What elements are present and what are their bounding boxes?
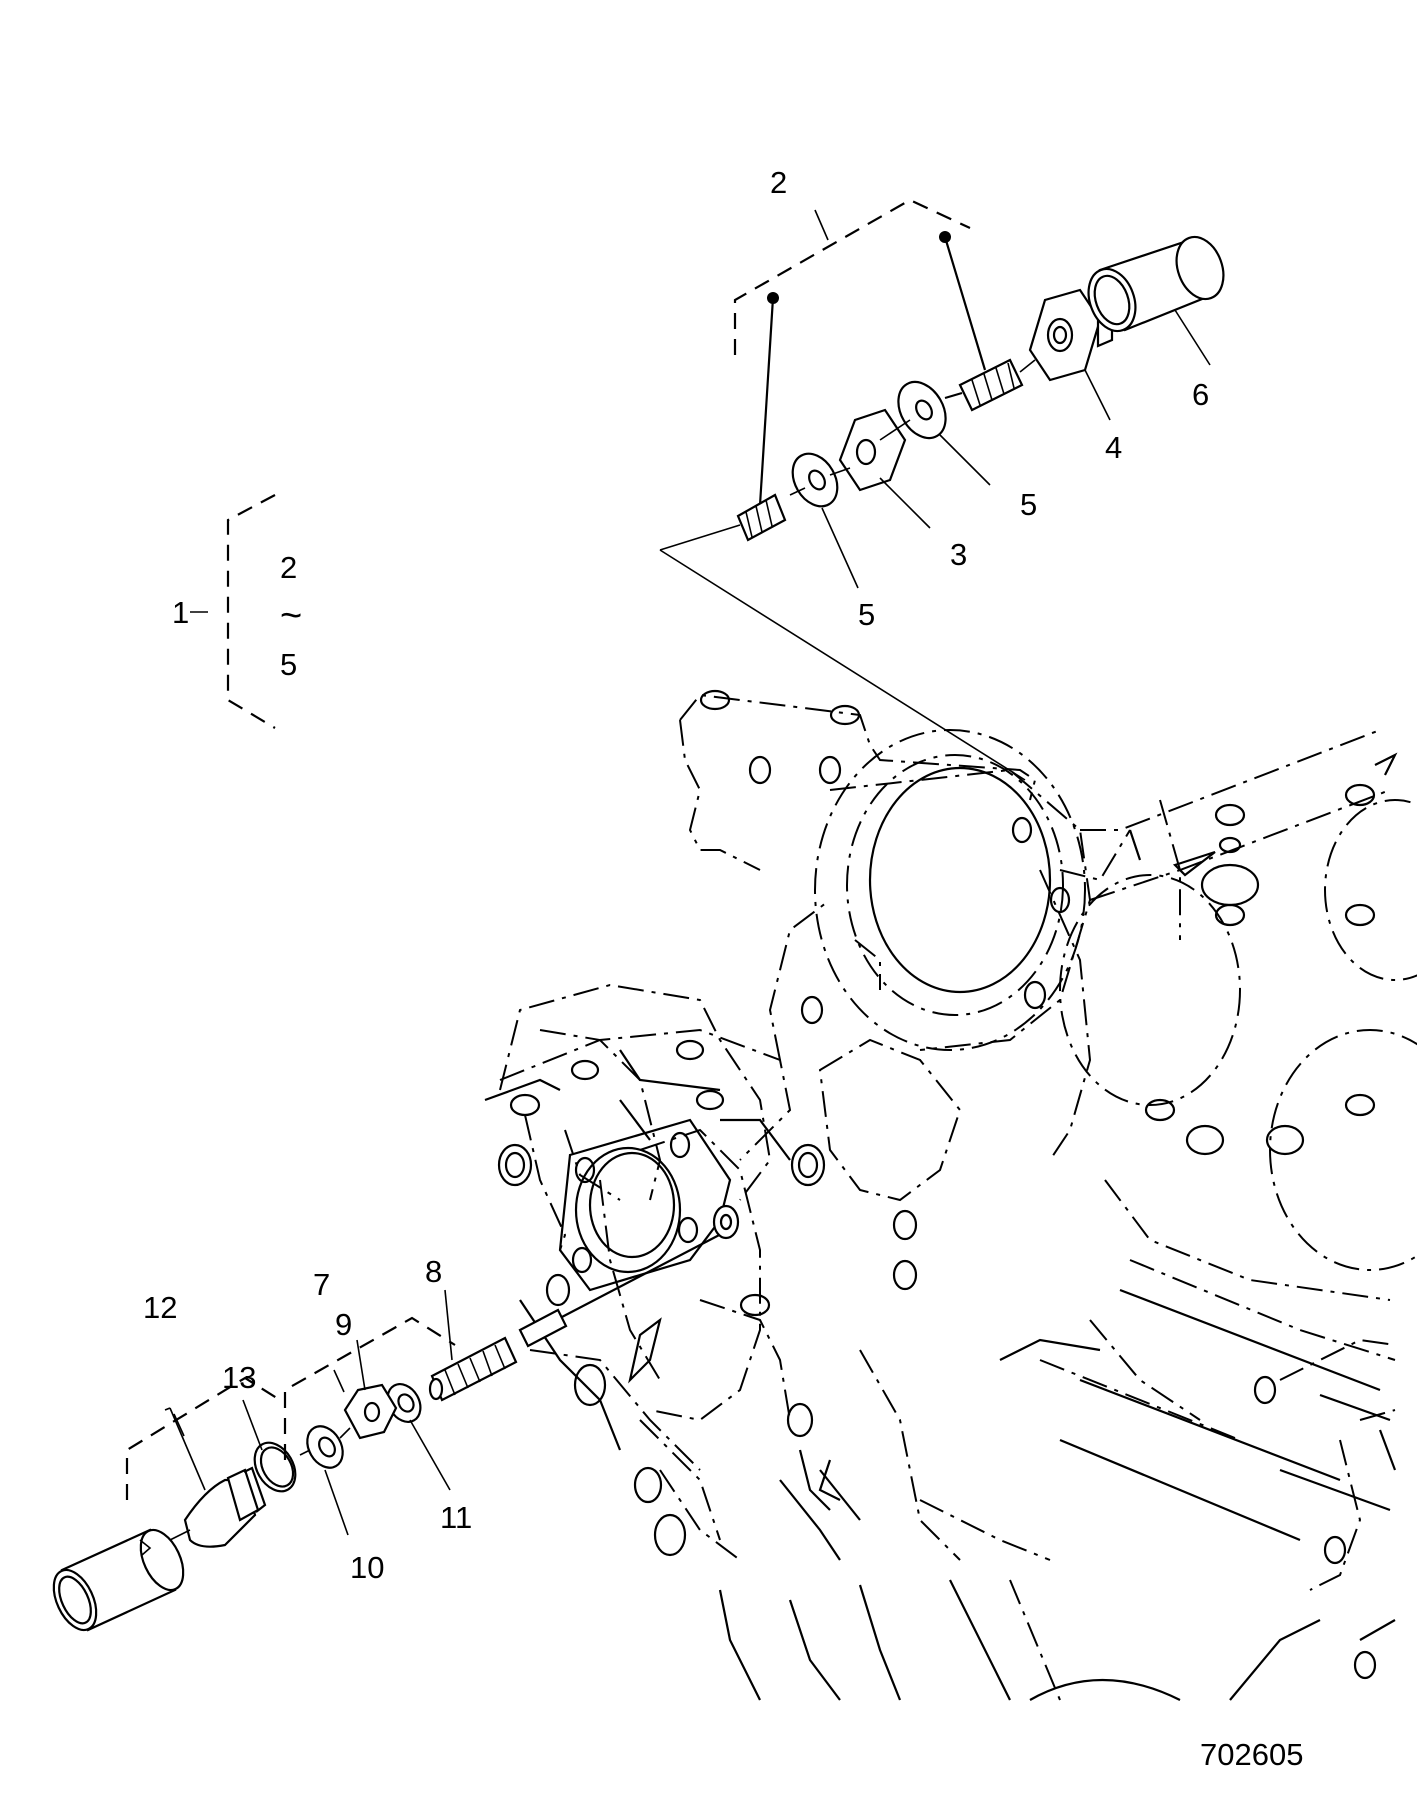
engine-crankcase [484,689,1417,1701]
valve-spring-upper [944,358,1024,412]
group-bracket-2 [733,198,971,355]
callout-3: 3 [950,537,967,572]
plunger-cap [164,1407,267,1548]
callout-10: 10 [350,1550,384,1585]
callout-4: 4 [1105,430,1122,465]
pin-bore-washer [712,1204,740,1240]
callout-12: 12 [143,1290,177,1325]
cup-6 [1087,235,1225,333]
pin-8 [428,1231,726,1402]
callout-5-right: 5 [1020,487,1037,522]
callout-13: 13 [222,1360,256,1395]
group-bracket-7 [283,1316,456,1460]
callout-6: 6 [1192,377,1209,412]
callout-9: 9 [335,1307,352,1342]
callout-5-left: 5 [858,597,875,632]
washer-5-right [897,380,947,440]
figure-id: 702605 [1200,1737,1303,1772]
callout-2-range: 2 [280,550,297,585]
washer-10 [306,1425,344,1469]
callout-5-range: 5 [280,647,297,682]
plunger-sleeve [52,1528,185,1632]
callout-11: 11 [440,1500,472,1535]
washer-5-left [791,452,839,508]
washer-11 [386,1383,422,1423]
range-symbol: ~ [280,595,302,637]
callout-labels: 1 2 ~ 5 2 3 4 5 5 6 7 8 9 10 11 12 13 [143,165,1209,1585]
callout-8: 8 [425,1254,442,1289]
hex-nut-3 [838,408,907,492]
relief-valve-assembly [659,198,1225,781]
valve-spring-lower [736,493,787,542]
callout-1: 1 [172,595,189,630]
snap-ring-13 [253,1441,297,1493]
group-bracket-12 [125,1376,281,1500]
hex-nut-9 [343,1383,398,1440]
plunger-assembly [52,1204,740,1632]
kit-bracket-1 [190,494,276,729]
callout-7: 7 [313,1267,330,1302]
callout-2: 2 [770,165,787,200]
